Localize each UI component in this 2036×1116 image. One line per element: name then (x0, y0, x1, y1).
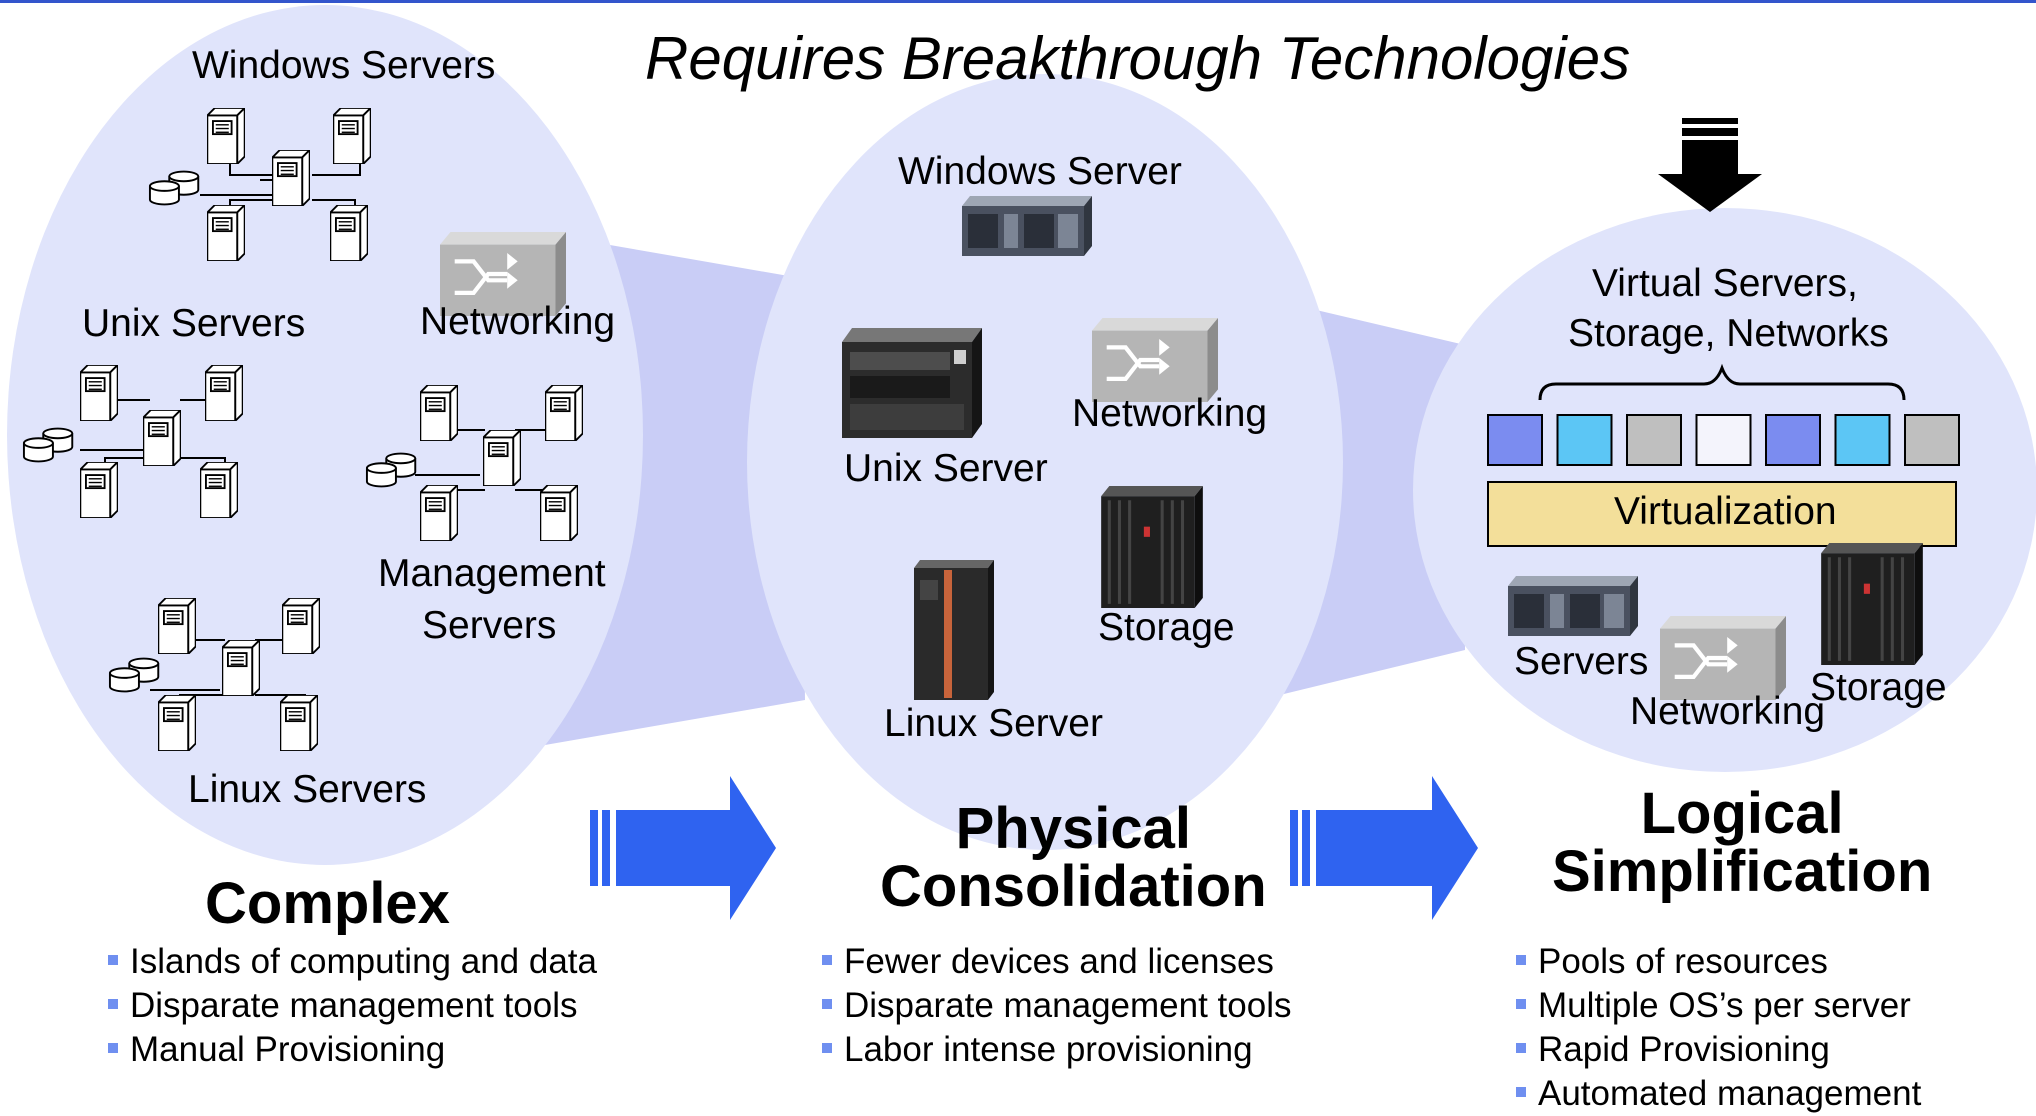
server-tower-icon (280, 695, 318, 751)
virtual-resource-box (1834, 414, 1891, 466)
virtual-resource-box (1487, 414, 1543, 466)
label-networking-logical: Networking (1630, 690, 1826, 733)
server-tower-icon (158, 695, 196, 751)
server-tower-icon (420, 385, 458, 441)
bullet-item: Disparate management tools (108, 984, 597, 1028)
heading-physical: Physical Consolidation (880, 800, 1267, 916)
bullet-item: Islands of computing and data (108, 940, 597, 984)
heading-physical-line1: Physical (955, 796, 1191, 861)
server-tower-icon (80, 365, 118, 421)
bullet-square-icon (1516, 955, 1526, 965)
unix-server-icon (842, 328, 982, 438)
label-unix-servers: Unix Servers (82, 302, 306, 345)
bullet-item: Pools of resources (1516, 940, 1921, 984)
network-switch-icon (1092, 318, 1218, 402)
arrow-physical-to-logical (1290, 776, 1478, 920)
bullet-item: Multiple OS’s per server (1516, 984, 1921, 1028)
label-management-servers-1: Management (378, 552, 606, 595)
server-tower-icon (207, 205, 245, 261)
heading-complex: Complex (205, 871, 450, 936)
down-arrow-icon (1658, 118, 1762, 212)
virtual-resource-box (1765, 414, 1821, 466)
label-linux-server: Linux Server (884, 702, 1103, 745)
network-switch-icon (1660, 616, 1786, 700)
bullet-item: Disparate management tools (822, 984, 1291, 1028)
label-unix-server: Unix Server (844, 447, 1048, 490)
bullet-square-icon (822, 999, 832, 1009)
server-tower-icon (545, 385, 583, 441)
heading-logical-line1: Logical (1640, 781, 1844, 846)
logical-bullets: Pools of resources Multiple OS’s per ser… (1516, 940, 1921, 1116)
virtual-resource-box (1626, 414, 1682, 466)
server-tower-icon (282, 598, 320, 654)
server-tower-icon (207, 108, 245, 164)
physical-ellipse (747, 74, 1343, 850)
label-linux-servers: Linux Servers (188, 768, 427, 811)
rack-server-icon (962, 196, 1092, 256)
label-windows-server: Windows Server (898, 150, 1182, 193)
server-tower-icon (540, 485, 578, 541)
label-networking: Networking (420, 300, 616, 343)
bullet-square-icon (108, 999, 118, 1009)
virtual-resource-box (1904, 414, 1960, 466)
bullet-square-icon (1516, 999, 1526, 1009)
storage-array-icon (1100, 486, 1204, 608)
server-tower-icon (333, 108, 371, 164)
label-virtualization: Virtualization (1614, 490, 1837, 533)
brace-icon (1538, 363, 1906, 401)
virtual-resource-box (1695, 414, 1752, 466)
bullet-square-icon (822, 1043, 832, 1053)
bullet-item: Rapid Provisioning (1516, 1028, 1921, 1072)
server-tower-icon (272, 150, 310, 206)
server-tower-icon (420, 485, 458, 541)
complex-bullets: Islands of computing and data Disparate … (108, 940, 597, 1072)
label-storage: Storage (1098, 606, 1235, 649)
virtual-resource-box (1556, 414, 1613, 466)
physical-bullets: Fewer devices and licenses Disparate man… (822, 940, 1291, 1072)
heading-logical: Logical Simplification (1552, 785, 1932, 901)
cropped-title-strip (0, 0, 2036, 8)
server-tower-icon (158, 598, 196, 654)
label-networking-physical: Networking (1072, 392, 1268, 435)
bullet-square-icon (822, 955, 832, 965)
label-management-servers-2: Servers (422, 604, 557, 647)
subtitle: Requires Breakthrough Technologies (645, 25, 1631, 92)
server-tower-icon (200, 462, 238, 518)
server-tower-icon (143, 410, 181, 466)
bullet-item: Automated management (1516, 1072, 1921, 1116)
linux-server-icon (914, 560, 994, 700)
label-servers: Servers (1514, 640, 1649, 683)
bullet-item: Labor intense provisioning (822, 1028, 1291, 1072)
bullet-square-icon (108, 1043, 118, 1053)
bullet-item: Fewer devices and licenses (822, 940, 1291, 984)
label-storage-networks: Storage, Networks (1568, 312, 1889, 355)
bullet-square-icon (108, 955, 118, 965)
arrow-complex-to-physical (590, 776, 776, 920)
label-storage-logical: Storage (1810, 666, 1947, 709)
virtualization-bar (1487, 481, 1957, 547)
server-tower-icon (483, 430, 521, 486)
server-tower-icon (222, 640, 260, 696)
heading-logical-line2: Simplification (1552, 839, 1933, 904)
heading-physical-line2: Consolidation (880, 854, 1267, 919)
bullet-item: Manual Provisioning (108, 1028, 597, 1072)
virtual-resource-boxes (1487, 414, 1960, 466)
server-tower-icon (330, 205, 368, 261)
label-windows-servers: Windows Servers (192, 44, 496, 87)
bullet-square-icon (1516, 1087, 1526, 1097)
server-tower-icon (205, 365, 243, 421)
label-virtual-servers: Virtual Servers, (1592, 262, 1858, 305)
rack-server-icon (1508, 576, 1638, 636)
storage-array-icon (1820, 543, 1924, 665)
server-tower-icon (80, 462, 118, 518)
bullet-square-icon (1516, 1043, 1526, 1053)
